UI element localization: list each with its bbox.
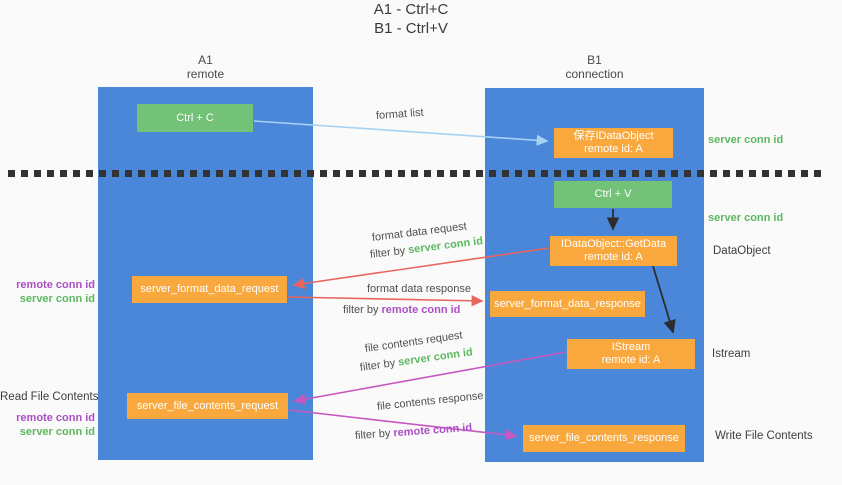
node-idataobject-getdata-line1: IDataObject::GetData (560, 238, 667, 250)
lane-b1-title: B1 (587, 53, 602, 67)
annotation-server-conn-id-left-bottom: server conn id (19, 426, 95, 438)
node-save-idataobject: 保存IDataObject remote id: A (554, 128, 673, 158)
title-line-1: A1 - Ctrl+C (373, 1, 449, 18)
annotation-server-conn-id-mid: server conn id (708, 212, 784, 224)
node-save-idataobject-line2: remote id: A (584, 143, 643, 155)
label-filter-by-remote-conn-id-2: filter by remote conn id (355, 422, 473, 442)
filter-by-text: filter by (343, 304, 379, 316)
annotation-remote-conn-id-top: remote conn id (16, 279, 95, 291)
lane-header-a1: A1 remote (98, 53, 313, 81)
arrow-format-data-response (287, 295, 484, 307)
annotation-dataobject: DataObject (713, 245, 771, 257)
annotation-istream: Istream (712, 348, 751, 360)
node-save-idataobject-line1: 保存IDataObject (573, 130, 654, 142)
label-file-contents-response: file contents response (376, 389, 485, 413)
annotation-conn-ids-file: remote conn id server conn id (0, 411, 95, 439)
node-ctrl-c-label: Ctrl + C (176, 111, 214, 124)
node-istream-line1: IStream (611, 341, 651, 353)
annotation-server-conn-id-top: server conn id (708, 134, 784, 146)
annotation-remote-conn-id-bottom: remote conn id (16, 412, 95, 424)
node-server-file-contents-request-label: server_file_contents_request (136, 399, 279, 412)
node-istream: IStream remote id: A (567, 339, 695, 369)
diagram-title: A1 - Ctrl+C B1 - Ctrl+V (0, 0, 822, 38)
node-server-format-data-request-label: server_format_data_request (140, 283, 279, 295)
filter-by-text: filter by (354, 427, 391, 442)
annotation-read-file-contents: Read File Contents (0, 391, 99, 403)
lane-header-b1: B1 connection (485, 53, 704, 81)
filter-by-text: filter by (359, 357, 396, 374)
lane-b1-subtitle: connection (565, 67, 624, 81)
node-ctrl-v: Ctrl + V (554, 181, 672, 208)
server-conn-id-text: server conn id (397, 346, 474, 369)
annotation-conn-ids-format: remote conn id server conn id (0, 278, 95, 306)
remote-conn-id-text: remote conn id (381, 304, 461, 316)
label-format-data-response: format data response (367, 283, 471, 295)
lane-a1-title: A1 (198, 53, 213, 67)
node-server-file-contents-response-label: server_file_contents_response (529, 432, 679, 444)
server-conn-id-text: server conn id (407, 235, 484, 257)
remote-conn-id-text: remote conn id (393, 421, 473, 440)
node-server-file-contents-response: server_file_contents_response (523, 425, 685, 452)
annotation-server-conn-id-left-top: server conn id (19, 293, 95, 305)
node-istream-line2: remote id: A (601, 354, 661, 366)
session-divider-dashed-line (8, 170, 823, 177)
filter-by-text: filter by (369, 244, 406, 261)
node-server-file-contents-request: server_file_contents_request (127, 393, 288, 419)
node-idataobject-getdata-line2: remote id: A (584, 251, 643, 263)
node-server-format-data-request: server_format_data_request (132, 276, 287, 303)
node-ctrl-v-label: Ctrl + V (594, 188, 632, 200)
node-server-format-data-response-label: server_format_data_response (494, 297, 641, 310)
title-line-2: B1 - Ctrl+V (374, 20, 448, 37)
node-ctrl-c: Ctrl + C (137, 104, 253, 132)
label-filter-by-remote-conn-id-1: filter by remote conn id (343, 304, 460, 316)
annotation-write-file-contents: Write File Contents (715, 430, 813, 442)
node-server-format-data-response: server_format_data_response (490, 291, 645, 317)
label-format-list: format list (375, 106, 424, 122)
lane-a1-subtitle: remote (186, 67, 225, 81)
node-idataobject-getdata: IDataObject::GetData remote id: A (550, 236, 677, 266)
